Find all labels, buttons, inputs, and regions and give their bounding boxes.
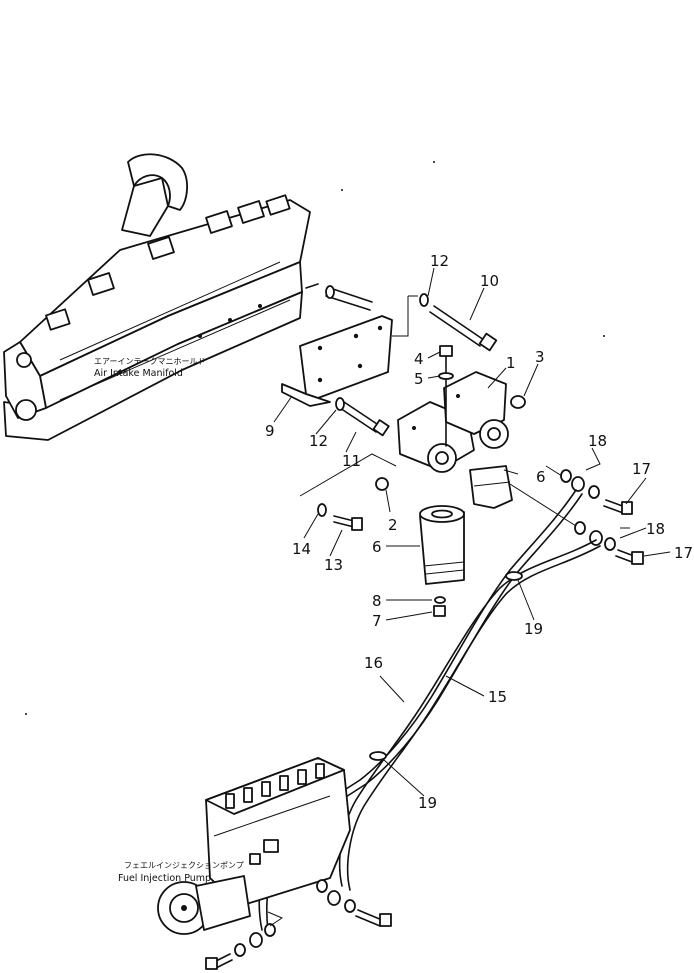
drain-plug-7 xyxy=(433,605,446,617)
callout-3: 3 xyxy=(535,348,545,366)
plug-2 xyxy=(375,477,389,491)
callout-10: 10 xyxy=(480,272,499,290)
callout-4: 4 xyxy=(414,350,424,368)
callout-16: 16 xyxy=(364,654,383,672)
callout-6-cartridge: 6 xyxy=(372,538,382,556)
callout-12-top: 12 xyxy=(430,252,449,270)
plug-3 xyxy=(510,395,526,409)
washer-14 xyxy=(317,503,327,517)
pump-label-jp: フェエルインジェクションポンプ xyxy=(124,861,244,870)
callout-15: 15 xyxy=(488,688,507,706)
callout-leaders xyxy=(273,267,671,797)
callout-18-lower: 18 xyxy=(646,520,665,538)
bolt-4 xyxy=(439,345,453,447)
filter-cartridge xyxy=(419,505,465,585)
callout-13: 13 xyxy=(324,556,343,574)
callout-19-lower: 19 xyxy=(418,794,437,812)
callout-17-upper: 17 xyxy=(632,460,651,478)
eye-bolt-lower xyxy=(509,483,644,565)
washer-12-lower xyxy=(335,397,345,411)
callout-12-lower: 12 xyxy=(309,432,328,450)
callout-5: 5 xyxy=(414,370,424,388)
manifold-label-en: Air Intake Manifold xyxy=(94,368,183,379)
pump-eye-bolts xyxy=(205,879,392,970)
bolt-13 xyxy=(333,515,363,531)
callout-18-upper: 18 xyxy=(588,432,607,450)
callout-14: 14 xyxy=(292,540,311,558)
callout-11: 11 xyxy=(342,452,361,470)
washer-8 xyxy=(434,596,446,604)
callout-1: 1 xyxy=(506,354,516,372)
fuel-injection-pump xyxy=(157,757,351,935)
hose-clamp-19-upper xyxy=(505,571,523,581)
pump-label-en: Fuel Injection Pump xyxy=(118,873,211,884)
bolt-11 xyxy=(339,401,390,437)
bolt-10 xyxy=(429,305,498,352)
callout-8: 8 xyxy=(372,592,382,610)
manifold-label-jp: エアーインテークマニホールド xyxy=(94,357,206,366)
callout-19-upper: 19 xyxy=(524,620,543,638)
callout-17-lower: 17 xyxy=(674,544,693,562)
eye-bolt-upper xyxy=(545,465,633,515)
callout-2: 2 xyxy=(388,516,398,534)
hose-clamp-19-lower xyxy=(369,751,387,761)
callout-6-head: 6 xyxy=(536,468,546,486)
mounting-bracket xyxy=(281,295,418,407)
callout-7: 7 xyxy=(372,612,382,630)
callout-numbers: 12 10 4 5 1 3 9 12 11 18 6 17 2 14 13 6 … xyxy=(265,252,693,812)
washer-12-top xyxy=(419,293,429,307)
fuel-filter-head xyxy=(397,371,513,509)
washer-5 xyxy=(438,372,454,380)
air-intake-manifold xyxy=(3,153,373,441)
callout-9: 9 xyxy=(265,422,275,440)
